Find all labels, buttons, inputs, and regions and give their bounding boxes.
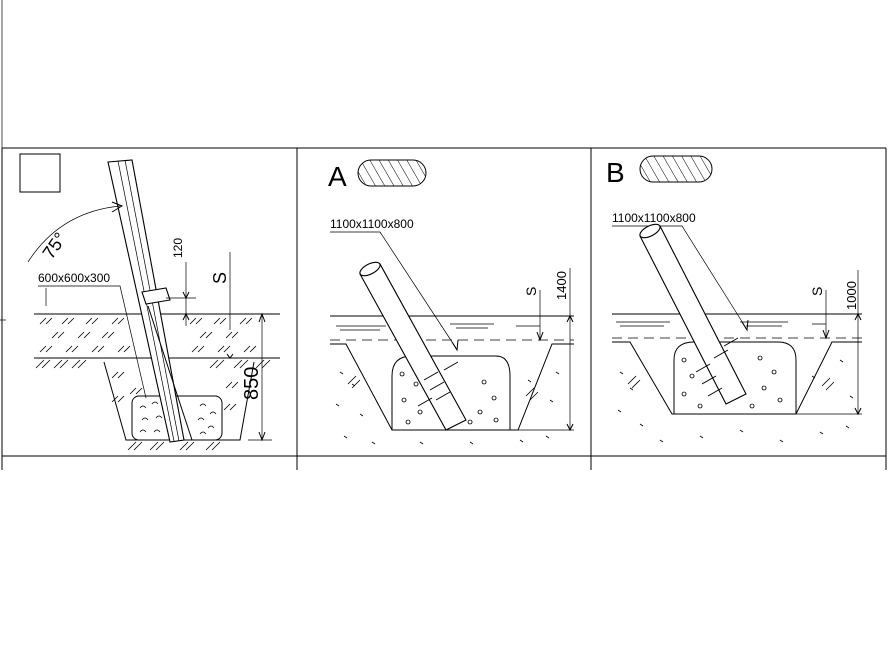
dimension-lines-b — [822, 270, 862, 416]
panel-a-title: A — [328, 161, 347, 192]
concrete-dots-b — [617, 355, 854, 443]
dim-s-b: S — [809, 287, 825, 296]
dim-120: 120 — [171, 238, 185, 258]
ground-ticks-1 — [35, 359, 271, 451]
pole-b — [639, 223, 747, 405]
angle-label: 75° — [38, 229, 70, 263]
footing-size-label-a: 1100x1100x800 — [330, 217, 414, 231]
dim-850: 850 — [241, 367, 263, 400]
surface-texture-a — [336, 323, 540, 331]
dim-s: S — [210, 272, 230, 284]
large-footing-b — [673, 341, 797, 414]
dim-1400: 1400 — [554, 271, 569, 300]
dim-s-a: S — [523, 287, 539, 296]
large-footing-a — [391, 355, 511, 430]
panel-1: 75° 600x600x300 120 S 850 — [19, 153, 280, 451]
drawing-frame — [0, 0, 887, 470]
panel-b: B 1100x1100x800 — [606, 155, 862, 443]
hatched-capsule-icon — [639, 155, 713, 183]
footing-size-label-b: 1100x1100x800 — [612, 211, 696, 225]
empty-square-icon — [19, 153, 61, 193]
footing-size-label: 600x600x300 — [38, 271, 110, 285]
dimension-lines-1 — [166, 252, 272, 442]
dim-1000: 1000 — [844, 281, 859, 310]
concrete-dots-a — [335, 371, 560, 445]
hatched-capsule-icon — [357, 159, 427, 187]
topsoil-hatching — [39, 317, 257, 353]
dimension-lines-a — [536, 268, 574, 432]
panel-a: A 1100x1100x800 — [328, 159, 574, 445]
inclined-pole — [107, 159, 193, 443]
pole-a — [359, 261, 467, 431]
surface-texture-b — [616, 321, 826, 327]
panel-b-title: B — [606, 157, 625, 188]
